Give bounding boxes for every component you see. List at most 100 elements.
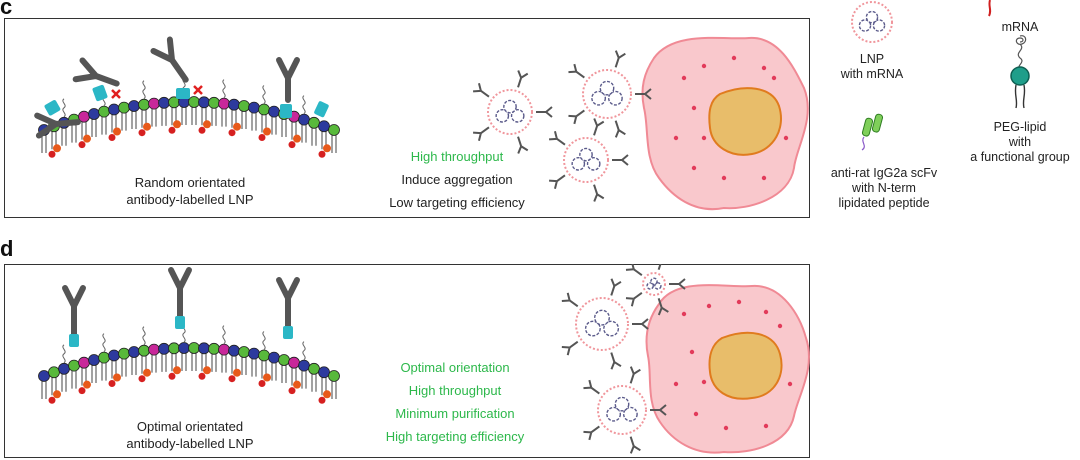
legend-peg-lipid-icon xyxy=(1010,35,1030,109)
cell-dot xyxy=(673,135,679,141)
lipid-molecule xyxy=(288,356,301,395)
cell-dot xyxy=(701,379,707,385)
lipid-molecule xyxy=(308,362,320,392)
legend-lnp-label: LNP with mRNA xyxy=(820,52,924,82)
scfv-piece-5 xyxy=(44,100,61,116)
legend-line: a functional group xyxy=(970,150,1070,164)
lipid-molecule xyxy=(208,342,220,372)
lipid-molecule xyxy=(208,96,220,126)
cell-dot xyxy=(771,75,777,81)
lipid-molecule xyxy=(138,80,151,137)
panel-letter-d: d xyxy=(0,236,14,261)
lipid-molecule xyxy=(128,100,140,130)
lipid-molecule xyxy=(168,342,181,380)
antibody-random-4 xyxy=(276,57,300,103)
feature-optimal-orientation: Optimal orientation xyxy=(400,360,510,375)
lipid-molecule xyxy=(308,116,320,146)
lipid-molecule xyxy=(298,95,310,143)
lipid-molecule xyxy=(78,110,91,149)
cell-dot xyxy=(763,309,769,315)
cell-dot xyxy=(777,323,783,329)
caption-line: Random orientated xyxy=(134,175,246,190)
lipid-molecule xyxy=(178,77,190,126)
lipid-molecule xyxy=(188,342,200,372)
lnp-particle xyxy=(568,50,652,138)
lipid-molecule xyxy=(218,325,230,373)
lipid-molecule xyxy=(48,366,61,404)
lipid-molecule xyxy=(268,105,280,135)
cell-dot xyxy=(721,175,727,181)
target-cell-c xyxy=(641,36,809,211)
lipid-molecule xyxy=(68,113,80,143)
lnp-particle xyxy=(549,118,629,202)
legend-line: anti-rat IgG2a scFv xyxy=(830,166,938,180)
lipid-molecule xyxy=(178,323,190,372)
feature-induce-aggregation: Induce aggregation xyxy=(401,172,513,187)
legend-mrna-icon xyxy=(988,0,992,17)
lipid-molecule xyxy=(88,354,100,384)
cell-dot xyxy=(761,175,767,181)
antibody-random-3 xyxy=(150,36,189,83)
cell-dot xyxy=(689,349,695,355)
lipid-molecule xyxy=(98,333,110,381)
panel-d-caption: Optimal orientated antibody-labelled LNP xyxy=(70,418,310,452)
lipid-molecule xyxy=(188,96,200,126)
scfv-piece-4 xyxy=(314,101,329,118)
target-cell-d xyxy=(645,284,810,454)
lipid-molecule xyxy=(328,124,340,153)
legend-lnp-icon xyxy=(851,1,893,43)
lipid-molecule xyxy=(258,331,271,387)
lipid-molecule xyxy=(278,354,290,384)
scfv-piece-3 xyxy=(280,104,292,118)
feature-low-targeting: Low targeting efficiency xyxy=(389,195,525,210)
cell-dot xyxy=(723,425,729,431)
cell-dot xyxy=(736,299,742,305)
panel-c-illustration xyxy=(34,36,809,211)
lnp-particle xyxy=(583,366,667,454)
scfv-piece-1 xyxy=(92,84,108,102)
lipid-molecule xyxy=(228,344,241,383)
antibody-oriented xyxy=(62,285,86,347)
lipid-molecule xyxy=(88,108,100,138)
lipid-molecule xyxy=(118,347,130,377)
panel-c-features: High throughput Induce aggregation Low t… xyxy=(362,145,552,214)
antibody-random-2 xyxy=(34,112,81,139)
cell-dot xyxy=(731,55,737,61)
legend-peg-label: PEG-lipid with a functional group xyxy=(958,120,1080,165)
feature-high-throughput: High throughput xyxy=(410,149,504,164)
antibody-oriented xyxy=(168,267,192,329)
panel-d-illustration xyxy=(38,264,810,454)
legend-scfv-icon xyxy=(861,113,884,151)
feature-minimum-purification: Minimum purification xyxy=(395,406,515,421)
lnp-particle xyxy=(561,278,649,370)
lipid-bilayer-d xyxy=(38,323,340,404)
red-x-icon xyxy=(193,85,203,95)
legend-line: with N-term xyxy=(852,181,916,195)
lipid-molecule xyxy=(248,347,260,377)
feature-high-throughput: High throughput xyxy=(408,383,502,398)
lipid-molecule xyxy=(238,346,250,376)
cell-dot xyxy=(783,135,789,141)
cell-dot xyxy=(693,411,699,417)
nucleus-d xyxy=(708,331,783,400)
cell-dot xyxy=(763,423,769,429)
lnp-particle xyxy=(625,264,686,316)
legend-line: with xyxy=(1008,135,1032,149)
lipid-molecule xyxy=(138,326,151,383)
legend-line: with mRNA xyxy=(840,67,904,81)
caption-line: antibody-labelled LNP xyxy=(126,436,254,451)
lipid-molecule xyxy=(238,100,250,130)
lipid-molecule xyxy=(158,96,170,126)
legend-mrna-label: mRNA xyxy=(1001,20,1039,34)
caption-line: Optimal orientated xyxy=(136,419,244,434)
lipid-molecule xyxy=(328,370,340,399)
lipid-molecule xyxy=(128,346,140,376)
legend-line: PEG-lipid xyxy=(993,120,1047,134)
lipid-molecule xyxy=(108,103,121,141)
lipid-molecule xyxy=(158,342,170,372)
panel-d-features: Optimal orientation High throughput Mini… xyxy=(355,356,555,448)
cell-dot xyxy=(681,75,687,81)
feature-high-targeting: High targeting efficiency xyxy=(385,429,525,444)
lipid-molecule xyxy=(218,79,230,127)
red-x-icon xyxy=(111,89,121,99)
